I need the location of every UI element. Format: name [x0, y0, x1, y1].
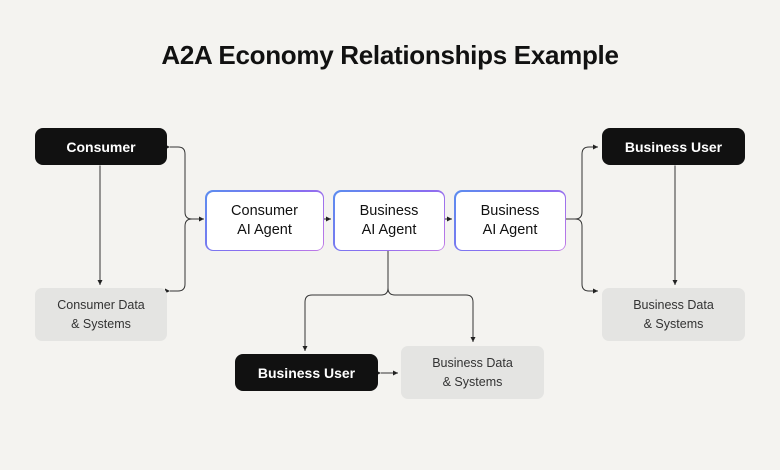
agent-3-line2: AI Agent [482, 221, 538, 238]
connector-consumer-data-to-agent [165, 218, 193, 294]
consumer-data-node: Consumer Data & Systems [35, 288, 167, 341]
diagram-title: A2A Economy Relationships Example [161, 40, 619, 70]
consumer-data-line1: Consumer Data [57, 297, 145, 312]
consumer-data-line2: & Systems [71, 316, 131, 331]
agent-1-line2: AI Agent [237, 221, 292, 238]
bottom-business-data-node: Business Data & Systems [401, 346, 544, 399]
bottom-business-data-line1: Business Data [432, 355, 513, 370]
consumer-label: Consumer [66, 138, 136, 155]
bottom-business-user-node: Business User [235, 354, 378, 391]
agent-2-line2: AI Agent [361, 221, 417, 238]
business-ai-agent-node-right: Business AI Agent [454, 190, 566, 251]
consumer-node: Consumer [35, 128, 167, 165]
connector-consumer-to-agent [165, 144, 204, 222]
connector-to-bottom-user [302, 287, 389, 351]
agent-1-line1: Consumer [231, 202, 298, 219]
right-business-user-node: Business User [602, 128, 745, 165]
connector-to-bottom-data [387, 287, 476, 342]
right-business-data-line1: Business Data [633, 297, 714, 312]
bottom-business-data-line2: & Systems [442, 374, 503, 389]
right-business-data-node: Business Data & Systems [602, 288, 745, 341]
right-business-user-label: Business User [624, 138, 723, 155]
right-business-data-line2: & Systems [643, 316, 704, 331]
connector-agent3-to-right-data [574, 218, 598, 294]
agent-2-line1: Business [359, 202, 419, 219]
consumer-ai-agent-node: Consumer AI Agent [205, 190, 324, 251]
agent-3-line1: Business [480, 202, 540, 219]
connector-agent3-to-right-user [561, 144, 598, 222]
bottom-business-user-label: Business User [257, 364, 356, 381]
business-ai-agent-node-center: Business AI Agent [333, 190, 445, 251]
